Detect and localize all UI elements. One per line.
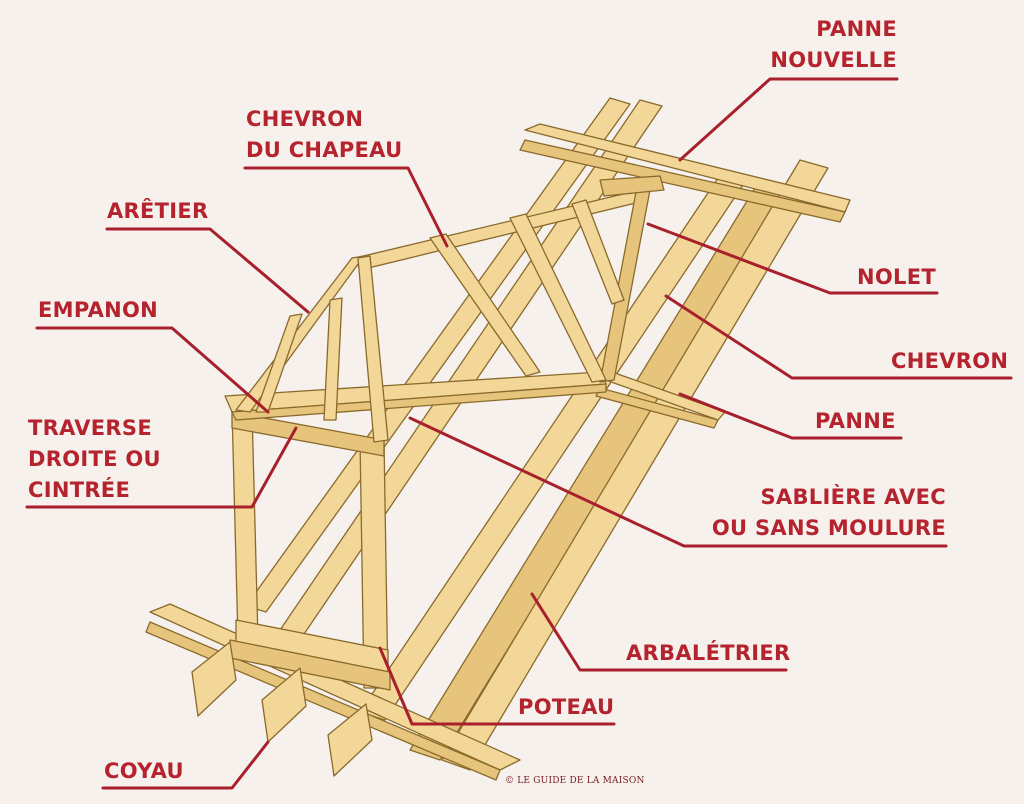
leader-panne <box>678 392 903 440</box>
leader-aretier <box>105 227 310 314</box>
label-traverse-line3: CINTRÉE <box>28 478 131 502</box>
rafter-beam-2 <box>441 159 829 771</box>
label-arbaletrier: ARBALÉTRIER <box>626 641 791 665</box>
label-chevron: CHEVRON <box>891 349 1009 373</box>
leader-sabliere <box>408 416 948 548</box>
label-chevron-du-chapeau-line2: DU CHAPEAU <box>246 138 403 162</box>
leader-empanon <box>35 326 270 414</box>
base-beam-2 <box>145 621 501 781</box>
empanon-2 <box>323 297 343 421</box>
nolet <box>599 175 665 197</box>
coyau-3 <box>327 703 373 777</box>
label-chevron-du-chapeau: CHEVRON DU CHAPEAU <box>246 104 402 166</box>
chevron-chapeau-2 <box>509 213 607 383</box>
label-traverse-line2: DROITE OU <box>28 447 161 471</box>
panne-nouvelle-beam-2 <box>519 139 846 223</box>
coyaux <box>191 641 373 777</box>
traverse <box>231 411 385 457</box>
label-panne: PANNE <box>815 409 896 433</box>
leader-coyau <box>101 740 270 790</box>
chevron-chapeau-3 <box>571 199 625 305</box>
leader-chevron-chapeau <box>243 166 449 248</box>
label-panne-nouvelle: PANNE NOUVELLE <box>760 14 897 76</box>
leader-panne-nouvelle <box>678 77 899 162</box>
label-sabliere-line1: SABLIÈRE AVEC <box>760 485 946 509</box>
label-sabliere: SABLIÈRE AVEC OU SANS MOULURE <box>694 482 946 544</box>
panne-beam-lower <box>595 387 719 429</box>
label-sabliere-line2: OU SANS MOULURE <box>711 516 946 540</box>
leader-chevron <box>664 294 1013 380</box>
aretier-right <box>357 255 389 443</box>
leader-arbaletrier <box>530 592 788 672</box>
coyau-1 <box>191 641 237 717</box>
dormer <box>224 175 665 691</box>
label-empanon: EMPANON <box>38 298 159 322</box>
label-nolet: NOLET <box>857 265 936 289</box>
label-traverse-line1: TRAVERSE <box>28 416 152 440</box>
label-coyau: COYAU <box>104 759 184 783</box>
leader-poteau <box>378 646 616 726</box>
leader-traverse <box>25 426 298 509</box>
label-traverse: TRAVERSE DROITE OU CINTRÉE <box>28 413 161 506</box>
label-panne-nouvelle-line1: PANNE <box>816 17 897 41</box>
panne-nouvelle-beam <box>524 123 851 213</box>
leader-nolet <box>646 222 939 295</box>
poteau-left <box>231 409 259 641</box>
label-chevron-du-chapeau-line1: CHEVRON <box>246 107 364 131</box>
leader-lines <box>25 77 1013 790</box>
label-aretier: ARÊTIER <box>107 199 209 223</box>
coyau-2 <box>261 667 307 743</box>
credit-text: © LE GUIDE DE LA MAISON <box>505 776 645 786</box>
label-panne-nouvelle-line2: NOUVELLE <box>770 48 897 72</box>
label-poteau: POTEAU <box>518 695 615 719</box>
